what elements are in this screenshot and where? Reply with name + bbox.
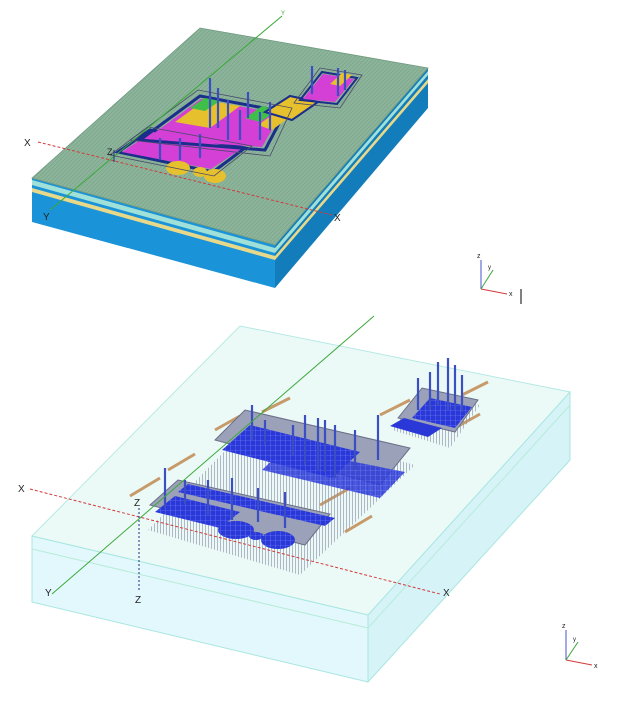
triad-z-label-top: z xyxy=(477,253,481,260)
excavation-round-1 xyxy=(166,161,190,175)
x-axis-label-right: X xyxy=(334,213,341,224)
x-axis-label-left-bottom: X xyxy=(18,484,25,495)
top-model-view[interactable]: X X Y Y Z z x y xyxy=(24,11,522,304)
excavation-strip-green xyxy=(190,98,220,111)
pile-lines-top xyxy=(158,66,347,160)
x-axis-line-top xyxy=(37,141,333,216)
x-axis-label-right-bottom: X xyxy=(443,588,450,599)
orientation-triad-top: z x y xyxy=(477,253,513,298)
excavation-strip-yellow xyxy=(175,100,240,128)
box-layer-line-front xyxy=(31,548,369,629)
slab-round-1 xyxy=(218,521,254,539)
triad-y-label-bottom: y xyxy=(573,637,576,643)
slab-round-3 xyxy=(261,531,295,549)
slab-grid-far xyxy=(412,398,472,428)
slab-grid-far-strip xyxy=(390,418,442,437)
excavation-outline-far xyxy=(298,70,359,106)
orientation-triad-bottom: z x y xyxy=(562,623,598,670)
soil-layer-band-yellow xyxy=(32,188,275,260)
excavation-far-detail xyxy=(330,73,352,86)
triad-x-label-bottom: x xyxy=(594,663,598,670)
slab-grid-center-2 xyxy=(262,448,405,498)
y-axis-label-top: Y xyxy=(281,11,285,17)
bottom-model-view[interactable]: X X Y Z Z z x y xyxy=(18,315,598,684)
z-axis-label-top: Z xyxy=(107,147,113,157)
soil-layer-band-light-right xyxy=(275,71,428,253)
z-axis-label-top-bottom: Z xyxy=(134,498,140,509)
z-axis-label-bottom-bottom: Z xyxy=(135,595,141,606)
slab-round-2 xyxy=(249,532,263,540)
soil-block-right-face xyxy=(275,68,428,288)
retaining-wall-outlines xyxy=(109,67,363,177)
pile-lines-bottom xyxy=(163,358,464,528)
slab-grid-left xyxy=(155,496,240,528)
excavation-round-3 xyxy=(204,169,226,183)
slab-grid-strip xyxy=(178,484,335,526)
box-layer-line-right xyxy=(367,404,571,629)
soil-layer-band-light xyxy=(32,180,275,253)
triad-x-label-top: x xyxy=(509,291,513,298)
triad-y-label-top: y xyxy=(488,265,491,271)
excavation-round-2 xyxy=(193,167,207,177)
y-axis-label-bottom: Y xyxy=(43,212,50,223)
x-axis-line-bottom xyxy=(29,488,441,595)
y-axis-line-top xyxy=(49,15,283,211)
y-axis-line-bottom xyxy=(51,315,375,595)
soil-layer-band-yellow-right xyxy=(275,79,428,260)
x-axis-label-left: X xyxy=(24,138,31,149)
y-axis-label-bottom-view: Y xyxy=(45,588,52,599)
triad-z-label-bottom: z xyxy=(562,623,566,630)
